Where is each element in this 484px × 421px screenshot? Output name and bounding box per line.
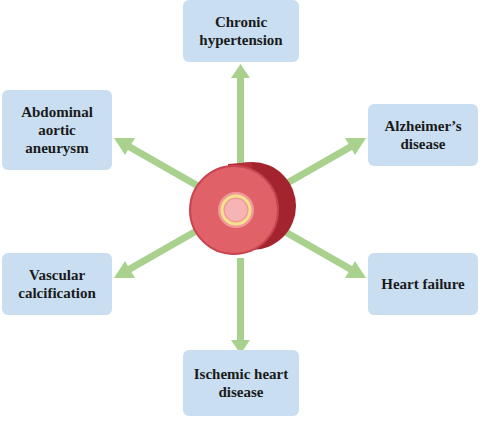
disease-box: Ischemic heart disease — [183, 350, 299, 416]
disease-box: Vascular calcification — [2, 253, 112, 315]
box-label: Chronic hypertension — [189, 13, 293, 49]
radial-arrows — [114, 64, 366, 354]
box-label: Ischemic heart disease — [189, 365, 293, 401]
disease-box: Chronic hypertension — [183, 0, 299, 62]
box-label: Vascular calcification — [8, 266, 106, 302]
disease-box: Heart failure — [368, 253, 478, 315]
box-label: Heart failure — [381, 275, 464, 293]
disease-box: Abdominal aortic aneurysm — [2, 90, 112, 170]
box-label: Abdominal aortic aneurysm — [8, 103, 106, 157]
box-label: Alzheimer’s disease — [374, 117, 472, 153]
blood-vessel — [190, 162, 296, 254]
disease-box: Alzheimer’s disease — [368, 104, 478, 166]
